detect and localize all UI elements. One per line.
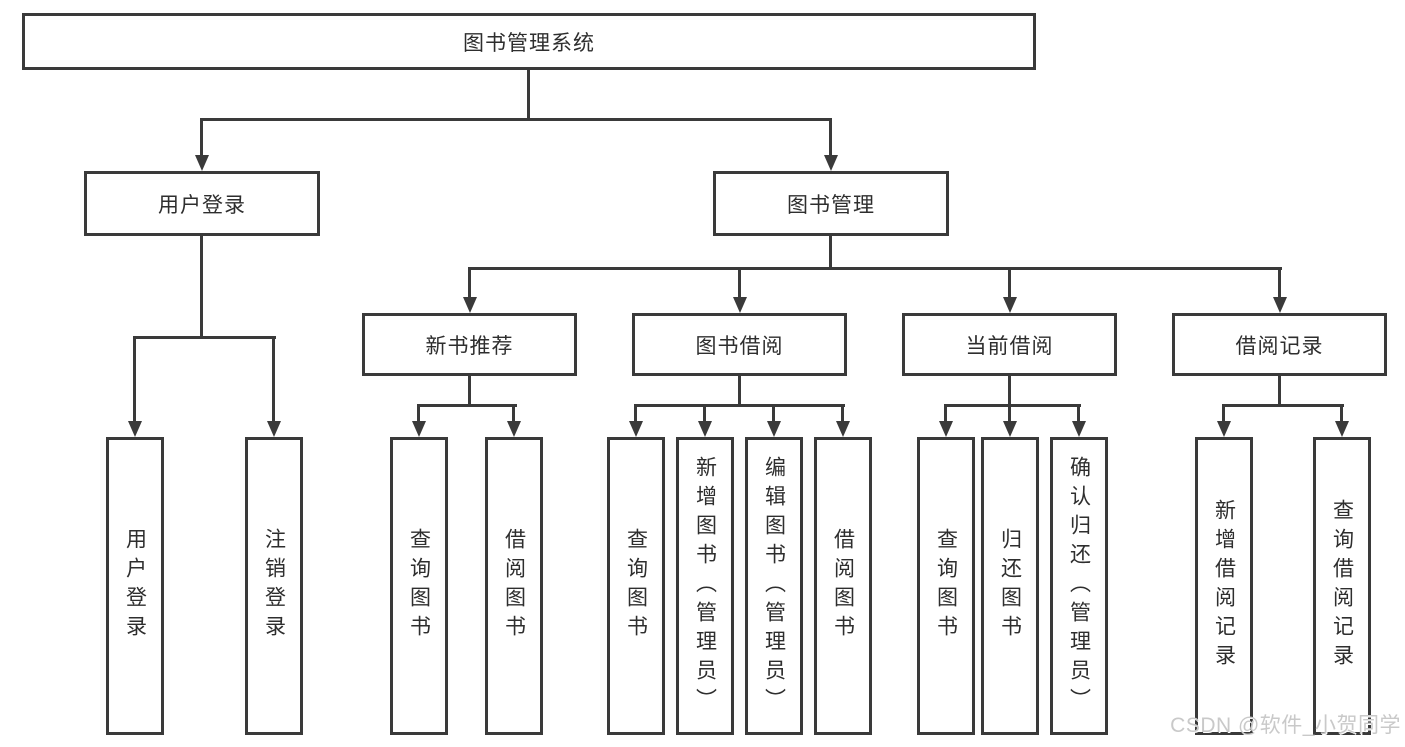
arrowhead-down-icon <box>1335 421 1349 437</box>
node-user-login: 用户登录 <box>84 171 320 236</box>
leaf-label: 用户登录 <box>123 528 147 644</box>
connector-line <box>133 336 276 339</box>
connector-line <box>417 404 517 407</box>
leaf-label: 借阅图书 <box>502 528 526 644</box>
connector-line <box>1222 404 1344 407</box>
connector-line <box>272 336 275 421</box>
leaf-records-add-record: 新增借阅记录 <box>1195 437 1253 735</box>
arrowhead-down-icon <box>507 421 521 437</box>
connector-line <box>200 236 203 336</box>
leaf-label: 新增图书（管理员） <box>693 455 717 717</box>
connector-line <box>634 404 845 407</box>
leaf-label: 查询图书 <box>934 528 958 644</box>
connector-line <box>1008 404 1011 421</box>
leaf-user-login: 用户登录 <box>106 437 164 735</box>
connector-line <box>703 404 706 421</box>
connector-line <box>829 118 832 155</box>
leaf-label: 注销登录 <box>262 528 286 644</box>
leaf-current-return-books: 归还图书 <box>981 437 1039 735</box>
connector-line <box>738 267 741 297</box>
arrowhead-down-icon <box>463 297 477 313</box>
arrowhead-down-icon <box>1273 297 1287 313</box>
leaf-logout: 注销登录 <box>245 437 303 735</box>
connector-line <box>1008 267 1011 297</box>
connector-line <box>512 404 515 421</box>
connector-line <box>772 404 775 421</box>
node-borrowing-records: 借阅记录 <box>1172 313 1387 376</box>
arrowhead-down-icon <box>128 421 142 437</box>
connector-line <box>1278 376 1281 404</box>
connector-line <box>1008 376 1011 404</box>
leaf-label: 借阅图书 <box>831 528 855 644</box>
leaf-borrowing-add-books-admin: 新增图书（管理员） <box>676 437 734 735</box>
leaf-borrowing-edit-books-admin: 编辑图书（管理员） <box>745 437 803 735</box>
connector-line <box>634 404 637 421</box>
arrowhead-down-icon <box>1217 421 1231 437</box>
leaf-label: 新增借阅记录 <box>1212 499 1236 673</box>
node-book-management: 图书管理 <box>713 171 949 236</box>
connector-line <box>468 267 1282 270</box>
connector-line <box>200 118 832 121</box>
leaf-label: 归还图书 <box>998 528 1022 644</box>
leaf-recommend-borrow-books: 借阅图书 <box>485 437 543 735</box>
node-current-borrowing: 当前借阅 <box>902 313 1117 376</box>
arrowhead-down-icon <box>1072 421 1086 437</box>
node-book-borrowing: 图书借阅 <box>632 313 847 376</box>
arrowhead-down-icon <box>939 421 953 437</box>
connector-line <box>738 376 741 404</box>
leaf-borrowing-borrow-books: 借阅图书 <box>814 437 872 735</box>
connector-line <box>527 70 530 118</box>
connector-line <box>944 404 1081 407</box>
leaf-label: 查询借阅记录 <box>1330 499 1354 673</box>
connector-line <box>944 404 947 421</box>
arrowhead-down-icon <box>629 421 643 437</box>
arrowhead-down-icon <box>1003 421 1017 437</box>
connector-line <box>841 404 844 421</box>
leaf-current-confirm-return-admin: 确认归还（管理员） <box>1050 437 1108 735</box>
arrowhead-down-icon <box>267 421 281 437</box>
csdn-watermark: CSDN @软件_小贺同学 <box>1170 714 1401 737</box>
leaf-label: 查询图书 <box>407 528 431 644</box>
leaf-label: 查询图书 <box>624 528 648 644</box>
connector-line <box>1278 267 1281 297</box>
arrowhead-down-icon <box>733 297 747 313</box>
connector-line <box>200 118 203 155</box>
arrowhead-down-icon <box>1003 297 1017 313</box>
leaf-borrowing-query-books: 查询图书 <box>607 437 665 735</box>
connector-line <box>468 376 471 404</box>
connector-line <box>417 404 420 421</box>
connector-line <box>133 336 136 421</box>
connector-line <box>1222 404 1225 421</box>
leaf-recommend-query-books: 查询图书 <box>390 437 448 735</box>
arrowhead-down-icon <box>836 421 850 437</box>
connector-line <box>468 267 471 297</box>
connector-line <box>1077 404 1080 421</box>
node-new-book-recommend: 新书推荐 <box>362 313 577 376</box>
arrowhead-down-icon <box>412 421 426 437</box>
node-root-library-management-system: 图书管理系统 <box>22 13 1036 70</box>
leaf-label: 编辑图书（管理员） <box>762 455 786 717</box>
arrowhead-down-icon <box>698 421 712 437</box>
connector-line <box>1340 404 1343 421</box>
connector-line <box>829 236 832 267</box>
leaf-records-query-record: 查询借阅记录 <box>1313 437 1371 735</box>
arrowhead-down-icon <box>195 155 209 171</box>
arrowhead-down-icon <box>767 421 781 437</box>
leaf-label: 确认归还（管理员） <box>1067 455 1091 717</box>
arrowhead-down-icon <box>824 155 838 171</box>
leaf-current-query-books: 查询图书 <box>917 437 975 735</box>
